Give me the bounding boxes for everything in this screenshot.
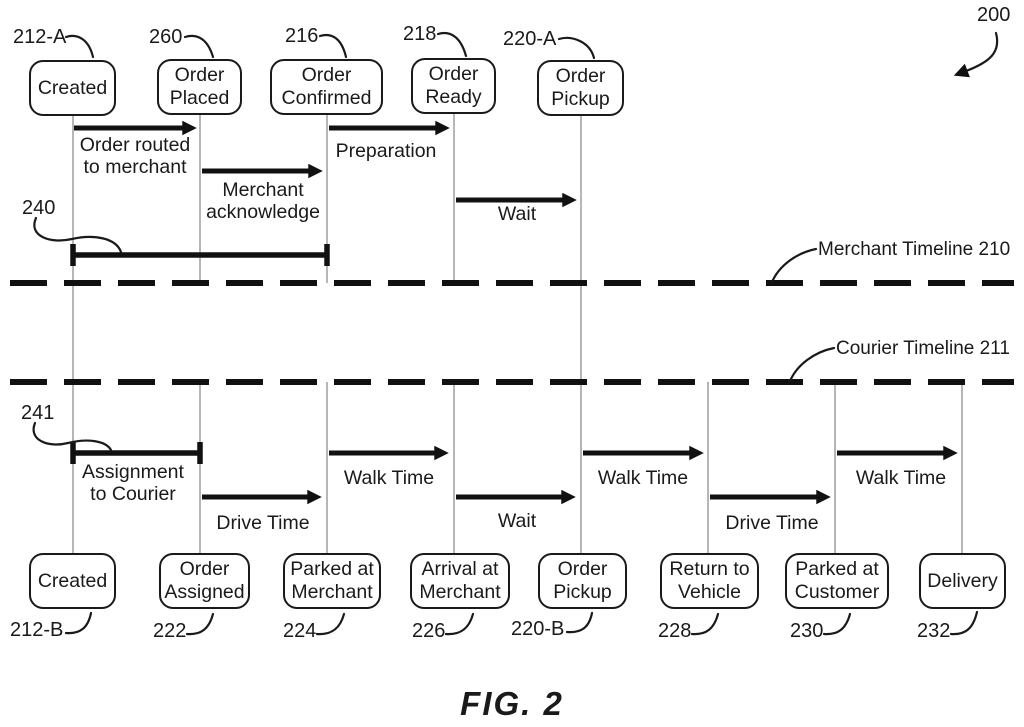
leader-260	[183, 34, 215, 59]
leader-merchant-timeline	[770, 247, 818, 284]
merchant-timeline-label: Merchant Timeline 210	[818, 239, 1011, 260]
interval-label-walk-time-3: Walk Time	[855, 467, 947, 489]
ref-label-212-A: 212-A	[13, 26, 67, 48]
interval-label-assignment-to-courier: Assignment to Courier	[82, 461, 184, 505]
leader-220-A	[557, 36, 596, 60]
courier-interval-arrows	[202, 445, 958, 505]
ref-label-218: 218	[403, 23, 437, 45]
courier-event-box-parked-at-customer: Parked at Customer	[785, 553, 889, 609]
courier-event-box-order-pickup: Order Pickup	[538, 553, 627, 609]
courier-event-box-created: Created	[29, 553, 116, 609]
courier-timeline-label: Courier Timeline 211	[836, 338, 1010, 359]
interval-label-order-routed-to-merchant: Order routed to merchant	[79, 134, 191, 178]
leader-226	[444, 612, 475, 636]
ref-label-200: 200	[977, 4, 1011, 26]
ref-label-260: 260	[149, 26, 183, 48]
merchant-event-box-created: Created	[29, 60, 116, 116]
bracket-241	[70, 442, 203, 464]
ref-label-220-B: 220-B	[511, 618, 565, 640]
figure-ref-arrow-200	[953, 31, 999, 78]
courier-event-box-arrival-at-merchant: Arrival at Merchant	[410, 553, 510, 609]
interval-label-wait-courier: Wait	[497, 510, 537, 532]
merchant-event-box-order-pickup: Order Pickup	[537, 60, 624, 116]
courier-event-box-order-assigned: Order Assigned	[159, 553, 250, 609]
ref-label-240: 240	[22, 197, 56, 219]
courier-event-box-delivery: Delivery	[919, 553, 1006, 609]
merchant-event-box-order-placed: Order Placed	[157, 59, 242, 115]
leader-courier-timeline	[788, 346, 836, 383]
interval-label-wait-merchant: Wait	[497, 203, 537, 225]
ref-label-226: 226	[412, 620, 446, 642]
ref-label-216: 216	[285, 25, 319, 47]
ref-label-212-B: 212-B	[10, 619, 64, 641]
leader-218	[436, 31, 468, 58]
figure-caption: FIG. 2	[460, 685, 564, 722]
merchant-event-box-order-ready: Order Ready	[411, 58, 496, 114]
courier-event-box-parked-at-merchant: Parked at Merchant	[283, 553, 381, 609]
leader-212-A	[64, 34, 95, 59]
interval-label-preparation: Preparation	[335, 140, 437, 162]
leader-224	[315, 612, 346, 636]
leader-212-B	[64, 611, 93, 635]
ref-label-220-A: 220-A	[503, 28, 557, 50]
leader-216	[318, 33, 348, 59]
ref-label-222: 222	[153, 620, 187, 642]
leader-222	[185, 612, 215, 636]
interval-label-drive-time-2: Drive Time	[725, 512, 819, 534]
ref-label-230: 230	[790, 620, 824, 642]
ref-label-232: 232	[917, 620, 951, 642]
leader-232	[949, 610, 979, 636]
event-column-lines	[72, 113, 963, 553]
courier-event-box-return-to-vehicle: Return to Vehicle	[660, 553, 759, 609]
leader-228	[690, 612, 720, 636]
interval-label-walk-time-2: Walk Time	[597, 467, 689, 489]
leader-241-squiggle	[32, 421, 113, 452]
merchant-interval-arrows	[74, 120, 577, 208]
interval-label-walk-time-1: Walk Time	[343, 467, 435, 489]
ref-label-228: 228	[658, 620, 692, 642]
leader-lines	[32, 31, 999, 636]
leader-220-B	[565, 611, 594, 634]
merchant-event-box-order-confirmed: Order Confirmed	[270, 59, 383, 115]
leader-230	[822, 612, 852, 636]
ref-label-224: 224	[283, 620, 317, 642]
ref-label-241: 241	[21, 402, 55, 424]
interval-label-drive-time-1: Drive Time	[216, 512, 310, 534]
interval-label-merchant-acknowledge: Merchant acknowledge	[206, 179, 320, 223]
leader-240-squiggle	[33, 216, 123, 254]
bracket-240	[70, 244, 330, 266]
